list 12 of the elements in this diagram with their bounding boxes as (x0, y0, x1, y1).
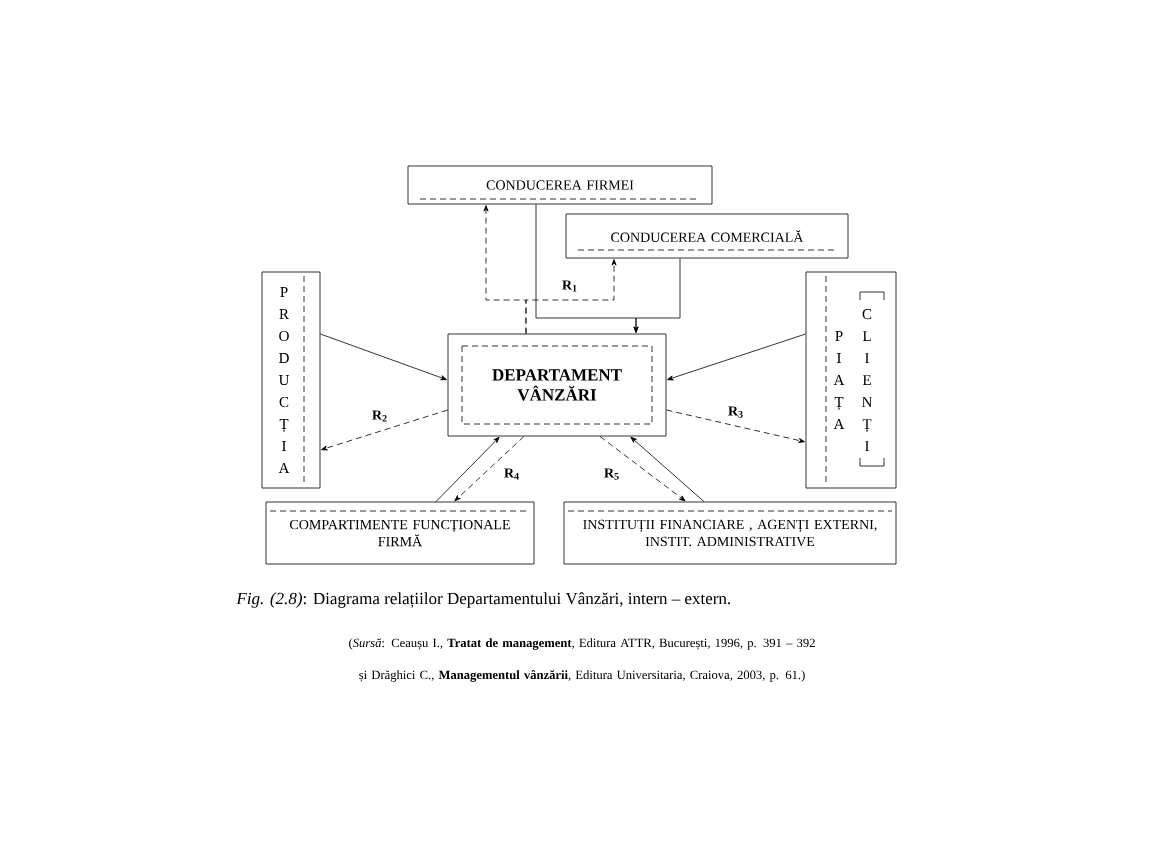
arrow (666, 409, 805, 443)
arrow (320, 333, 447, 381)
arrow (633, 258, 681, 333)
arrow (321, 409, 448, 451)
arrow (454, 436, 525, 502)
department-box: DEPARTAMENT VÂNZĂRI (447, 333, 667, 437)
arrow (667, 333, 806, 381)
figure-caption: Fig. (2.8): Diagrama relațiilor Departamentului Vânzări, intern – extern. (236, 592, 731, 608)
arrow (525, 259, 617, 334)
arrow (435, 436, 500, 502)
arrow (599, 436, 686, 502)
arrow (630, 436, 705, 502)
